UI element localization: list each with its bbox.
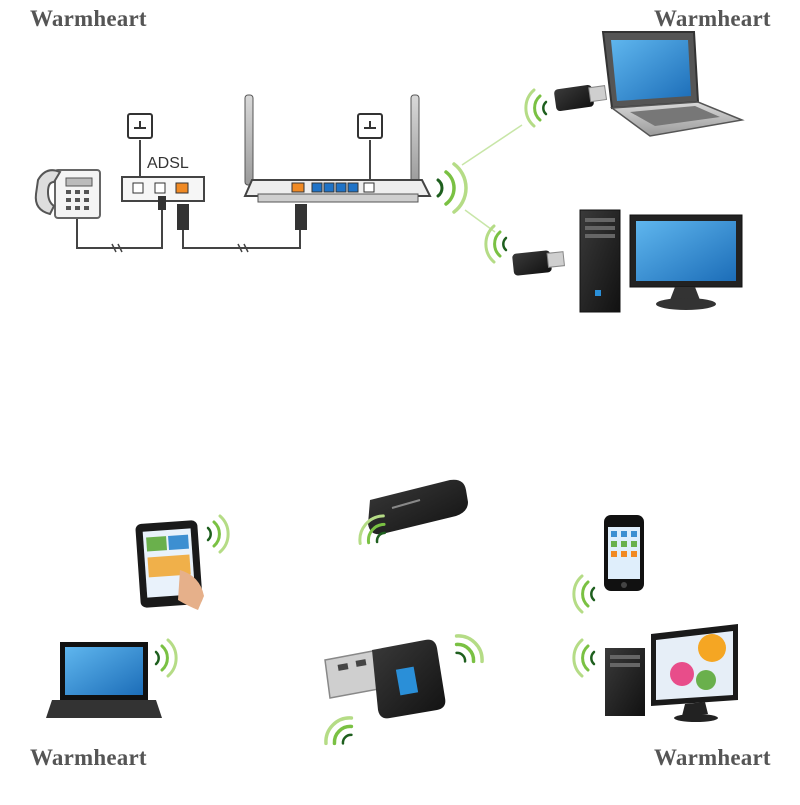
laptop-icon (601, 31, 745, 137)
usb-wifi-adapter-icon (512, 84, 608, 276)
laptop-icon (46, 642, 162, 718)
adsl-label: ADSL (147, 155, 189, 172)
smartphone-icon (604, 515, 644, 591)
adsl-modem-icon (121, 176, 307, 230)
desktop-computer-icon (579, 209, 743, 313)
watermark-top-right: Warmheart (654, 6, 771, 31)
wifi-signal-icon (154, 88, 596, 746)
usb-wifi-adapter-icon (368, 479, 468, 535)
tablet-icon (135, 520, 204, 610)
cable-lines (76, 140, 371, 253)
watermark-bottom-left: Warmheart (30, 745, 147, 770)
watermark-top-left: Warmheart (30, 6, 147, 31)
power-outlet-icon (127, 113, 383, 139)
wireless-router-icon (243, 94, 432, 203)
watermark-bottom-right: Warmheart (654, 745, 771, 770)
telephone-icon (34, 169, 101, 219)
desktop-computer-icon (605, 624, 738, 722)
usb-wifi-adapter-icon (324, 639, 446, 719)
wireless-link-lines (461, 124, 523, 233)
